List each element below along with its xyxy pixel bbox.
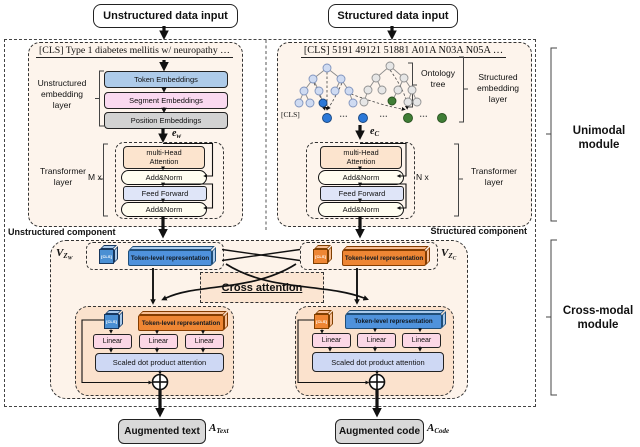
linear-right-2: Linear	[357, 333, 396, 348]
v-zw-symbol: VZW	[56, 247, 73, 262]
transformer-block-left	[115, 142, 224, 219]
linear-left-1: Linear	[93, 334, 132, 349]
cross-modal-module-label: Cross-modal module	[562, 305, 634, 332]
token-embeddings-box: Token Embeddings	[104, 71, 228, 88]
transformer-layer-label-right: Transformer layer	[471, 166, 517, 187]
feed-forward-left: Feed Forward	[123, 185, 207, 201]
cls-cube-attn-right: [CLS]	[314, 314, 329, 329]
repeat-nx-label: N x	[416, 172, 429, 182]
linear-right-3: Linear	[402, 333, 441, 348]
scaled-dot-product-attention-right: Scaled dot product attention	[312, 352, 444, 372]
a-text-symbol: AText	[209, 422, 229, 435]
feed-forward-right: Feed Forward	[320, 185, 404, 201]
cls-cube-text: [CLS]	[99, 249, 114, 264]
ellipsis-3: …	[419, 109, 429, 119]
e-c-symbol: eC	[370, 126, 380, 138]
transformer-layer-label-left: Transformer layer	[40, 166, 86, 187]
linear-left-2: Linear	[139, 334, 178, 349]
ellipsis-2: …	[379, 109, 389, 119]
scaled-dot-product-attention-left: Scaled dot product attention	[95, 353, 224, 372]
token-repr-attn-right: Token-level representation	[345, 314, 442, 329]
structured-embedding-layer-label: Structured embedding layer	[476, 72, 520, 104]
structured-component-label: Structured component	[430, 226, 527, 236]
multi-head-attention-left: multi-Head Attention	[123, 146, 205, 169]
repeat-mx-label: M x	[88, 172, 102, 182]
structured-header-text: [CLS] 5191 49121 51881 A01A N03A N05A …	[300, 45, 507, 58]
cls-cube-code: [CLS]	[313, 249, 328, 264]
augmented-code-box: Augmented code	[335, 419, 424, 444]
token-repr-attn-left: Token-level representation	[138, 315, 224, 331]
add-norm-left-2: Add&Norm	[121, 201, 207, 217]
outer-frame	[4, 39, 536, 407]
token-repr-bar-text: Token-level representation	[128, 250, 212, 266]
ellipsis-1: …	[339, 109, 349, 119]
linear-left-3: Linear	[185, 334, 224, 349]
position-embeddings-box: Position Embeddings	[104, 112, 228, 129]
unstructured-data-input-box: Unstructured data input	[93, 4, 238, 28]
add-norm-right-1: Add&Norm	[318, 169, 404, 185]
cls-cube-attn-left: [CLS]	[104, 314, 119, 329]
unstructured-header: [CLS] Type 1 diabetes mellitis w/ neurop…	[30, 45, 239, 58]
v-zc-symbol: VZC	[441, 247, 457, 262]
add-norm-right-2: Add&Norm	[318, 201, 404, 217]
tree-cls-label: [CLS]	[281, 110, 300, 119]
cross-attention-box: Cross attention	[200, 272, 324, 303]
augmented-text-box: Augmented text	[118, 419, 206, 444]
structured-header: [CLS] 5191 49121 51881 A01A N03A N05A …	[279, 45, 528, 58]
unimodal-module-label: Unimodal module	[572, 125, 626, 152]
unstructured-embedding-layer-label: Unstructured embedding layer	[37, 78, 87, 110]
segment-embeddings-box: Segment Embeddings	[104, 92, 228, 109]
ontology-tree-label: Ontology tree	[420, 68, 456, 89]
unstructured-header-text: [CLS] Type 1 diabetes mellitis w/ neurop…	[36, 45, 233, 58]
linear-right-1: Linear	[312, 333, 351, 348]
a-code-symbol: ACode	[427, 422, 450, 435]
code-representation-group	[300, 242, 438, 270]
multi-head-attention-right: multi-Head Attention	[320, 146, 402, 169]
token-repr-bar-code: Token-level representation	[342, 250, 426, 266]
add-norm-left-1: Add&Norm	[121, 169, 207, 185]
e-w-symbol: ew	[172, 128, 182, 140]
unstructured-component-label: Unstructured component	[8, 227, 116, 237]
structured-data-input-box: Structured data input	[328, 4, 458, 28]
